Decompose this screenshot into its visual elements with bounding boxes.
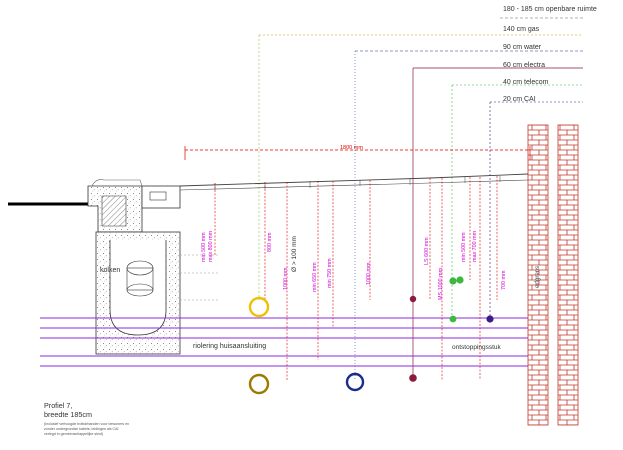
telecom-cable-a-icon (449, 277, 457, 285)
gas-pipe-upper-icon (248, 296, 270, 318)
dim-diameter: Ø > 100 mm (291, 236, 298, 272)
cai-cable-icon (486, 315, 494, 323)
label-kolken: kolken (100, 267, 120, 274)
caption-note-1: (Inclusief verhoogde trottoirbanden voor… (44, 422, 129, 426)
telecom-cable-c-icon (449, 315, 457, 323)
sewer-lines (40, 317, 528, 367)
label-erfgrens: erfgrens (535, 266, 541, 288)
label-ontstopping: ontstoppingsstuk (452, 344, 502, 351)
legend-gas: 140 cm gas (503, 26, 540, 33)
caption-title: Profiel 7, (44, 401, 72, 410)
dim-700: 700 mm (501, 270, 507, 290)
gas-pipe-lower-icon (248, 373, 270, 395)
dim-1000-b: 1000 mm (366, 262, 372, 285)
dim-max700: max 700 mm (472, 230, 478, 262)
reference-lines (180, 254, 220, 301)
dim-min500-a: min 500 mm (201, 232, 207, 262)
caption-note-2: zonder ondergrondse kabels; leidingen al… (44, 427, 119, 431)
telecom-cable-b-icon (456, 276, 464, 284)
dim-max800: max 800 mm (208, 230, 214, 262)
caption-note-3: verlegd in gemeenschappelijke sleuf) (44, 432, 103, 436)
legend-water: 90 cm water (503, 44, 542, 51)
electra-cable-upper-icon (409, 295, 417, 303)
legend-telecom: 40 cm telecom (503, 79, 549, 86)
dim-overall-width: 1800 mm (340, 145, 363, 151)
dim-min500-b: min 500 mm (461, 232, 467, 262)
legend-cai: 20 cm CAI (503, 96, 536, 103)
water-pipe-icon (345, 372, 365, 392)
dim-ls600: LS 600 mm (424, 237, 430, 265)
dim-min650: min 650 mm (312, 262, 318, 292)
dim-1000: 1000 mm (283, 267, 289, 290)
legend-header: 180 - 185 cm openbare ruimte (503, 6, 597, 13)
utility-symbols (248, 276, 494, 395)
dim-min750: min 750 mm (327, 258, 333, 288)
kerb-structure (87, 179, 181, 233)
electra-cable-lower-icon (409, 374, 417, 382)
dim-ms1000: MS 1000 mm (438, 267, 444, 300)
label-riolering: riolering huisaansluiting (193, 343, 266, 350)
brick-wall (527, 124, 579, 426)
overall-dimension (184, 146, 531, 160)
sidewalk-surface (179, 173, 529, 191)
legend-electra: 60 cm electra (503, 62, 545, 69)
dim-800: 800 mm (267, 232, 273, 252)
vertical-dimensions (214, 176, 498, 380)
gully-pot (95, 231, 181, 355)
caption-width: breedte 185cm (44, 410, 92, 419)
